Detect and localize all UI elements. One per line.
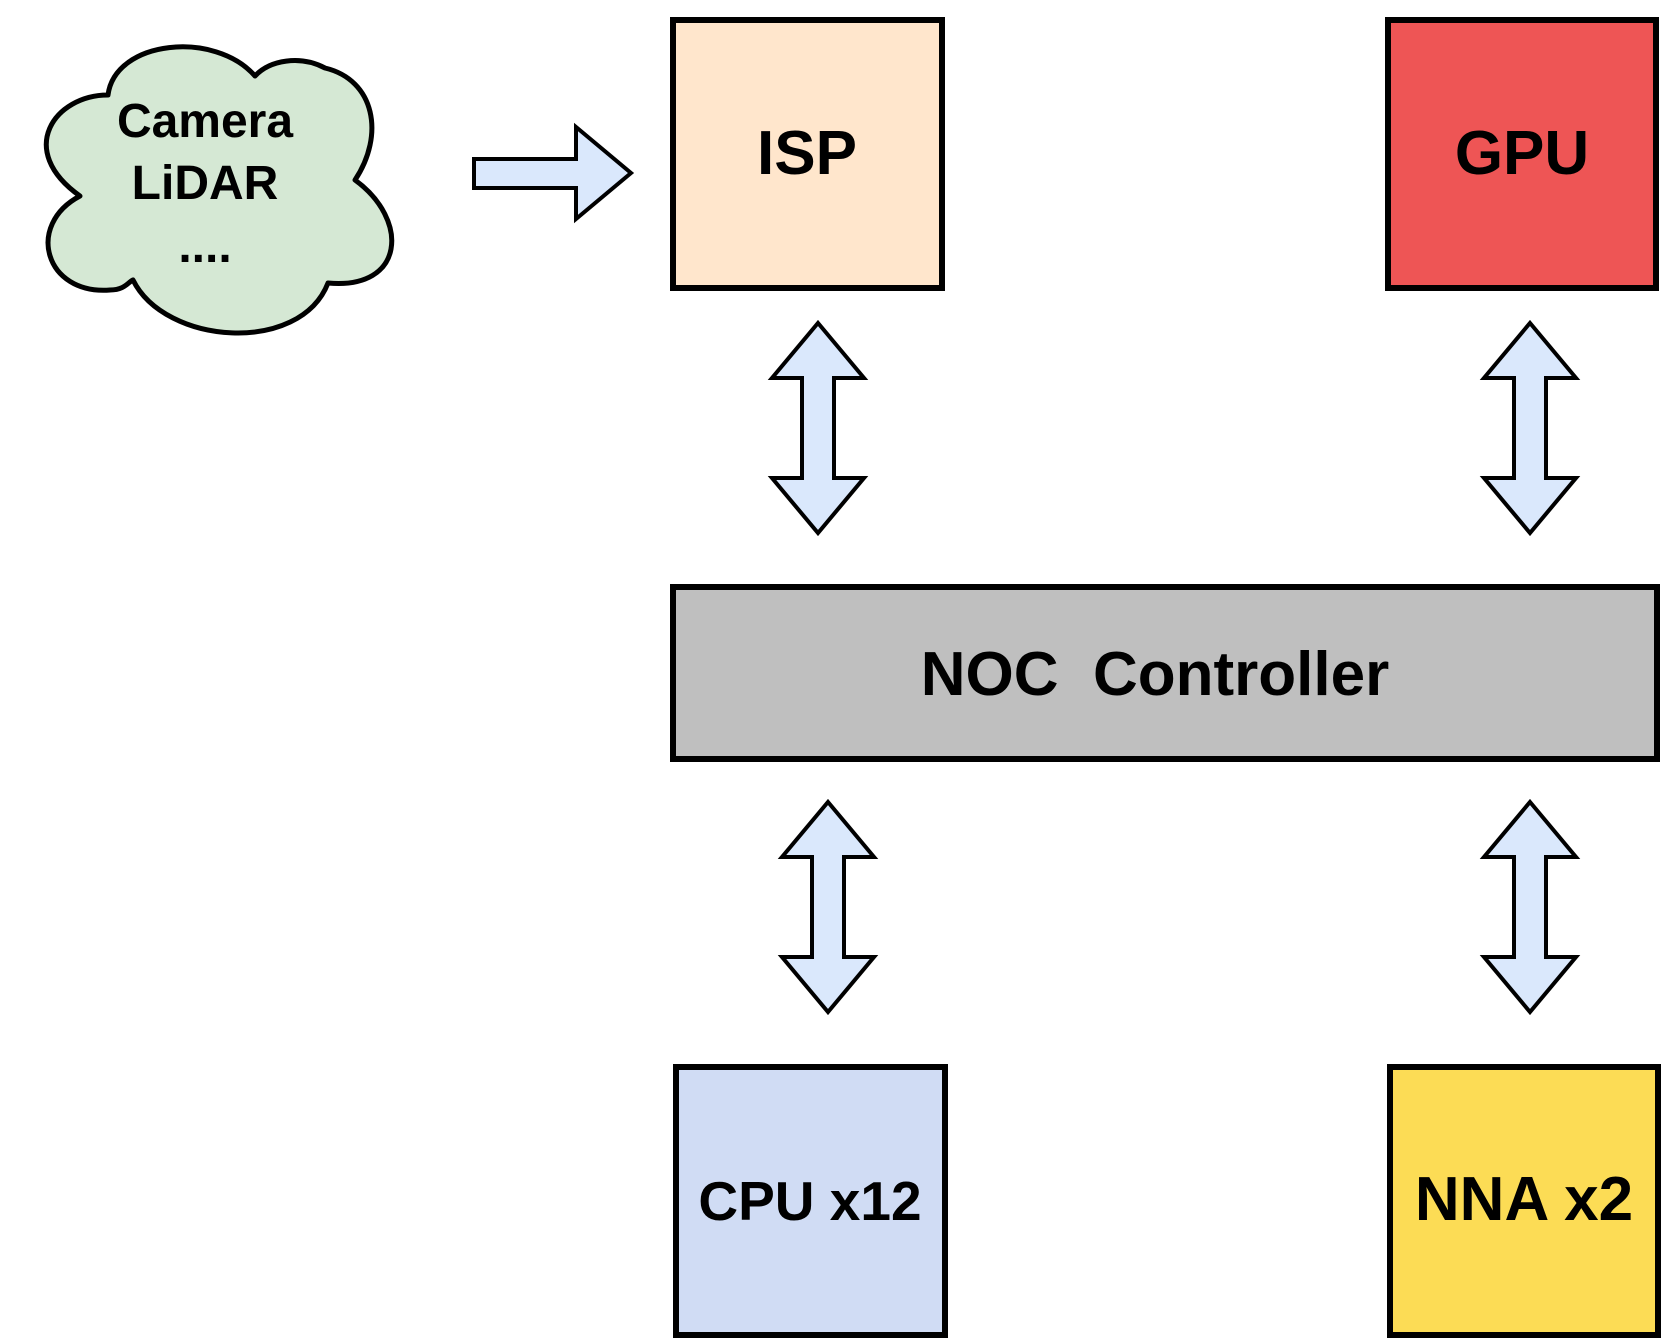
isp-label: ISP [757, 119, 857, 188]
gpu-block: GPU [1385, 17, 1659, 291]
cpu-block: CPU x12 [673, 1064, 948, 1338]
isp-box [670, 17, 945, 291]
noc-nna-double-arrow [1479, 798, 1581, 1016]
cloud-line-camera: Camera [117, 95, 293, 148]
noc-cpu-double-arrow [777, 798, 879, 1016]
nna-block: NNA x2 [1387, 1064, 1661, 1338]
gpu-box [1385, 17, 1659, 291]
noc-controller-block: NOC Controller [670, 584, 1660, 762]
gpu-noc-double-arrow [1479, 319, 1581, 537]
isp-block: ISP [670, 17, 945, 291]
cpu-label: CPU x12 [698, 1170, 921, 1232]
cpu-box [673, 1064, 948, 1338]
cloud-shape [44, 44, 395, 336]
noc-controller-label: NOC Controller [921, 640, 1389, 709]
gpu-label: GPU [1455, 119, 1589, 188]
cloud-line-more: .... [178, 220, 231, 273]
nna-label: NNA x2 [1415, 1165, 1633, 1234]
sensor-to-isp-arrow [472, 122, 635, 224]
nna-box [1387, 1064, 1661, 1338]
noc-controller-box [670, 584, 1660, 762]
cloud-line-lidar: LiDAR [132, 157, 279, 210]
isp-noc-double-arrow [767, 319, 869, 537]
sensor-input-cloud: Camera LiDAR .... [44, 44, 395, 336]
